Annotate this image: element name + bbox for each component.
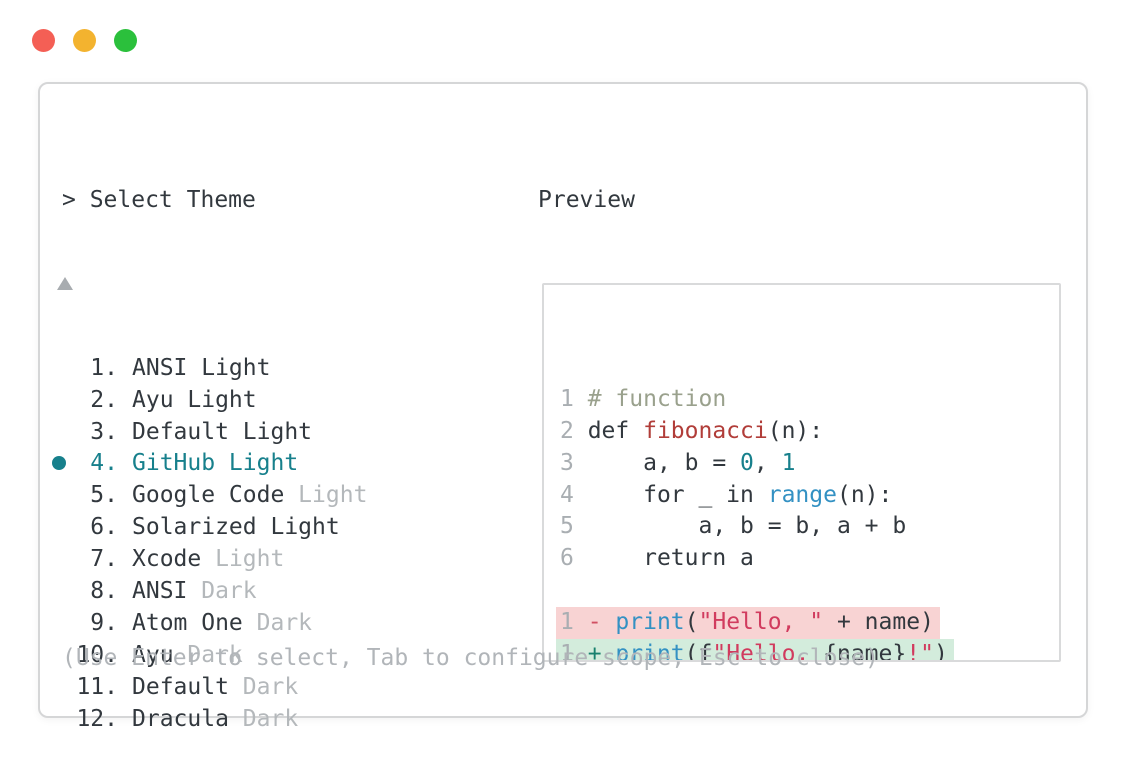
theme-item[interactable]: 6. Solarized Light bbox=[62, 511, 512, 543]
close-button[interactable] bbox=[32, 29, 55, 52]
item-variant: Dark bbox=[228, 705, 299, 732]
item-number: 8. bbox=[90, 577, 118, 604]
theme-item[interactable]: 10. Ayu Dark bbox=[62, 639, 512, 671]
item-variant: Dark bbox=[187, 577, 257, 604]
item-number: 5. bbox=[90, 482, 118, 509]
code-line: 2 def fibonacci(n): bbox=[560, 417, 824, 444]
theme-list: 1. ANSI Light 2. Ayu Light 3. Default Li… bbox=[52, 352, 512, 735]
theme-selector-pane: > Select Theme 1. ANSI Light 2. Ayu Ligh… bbox=[52, 132, 512, 757]
item-name: Default bbox=[132, 673, 229, 700]
theme-item[interactable]: 5. Google Code Light bbox=[62, 479, 512, 511]
item-variant: Dark bbox=[242, 609, 313, 636]
theme-item[interactable]: 8. ANSI Dark bbox=[62, 575, 512, 607]
theme-item[interactable]: 1. ANSI Light bbox=[62, 352, 512, 384]
item-number: 7. bbox=[90, 546, 118, 573]
scroll-up-row bbox=[57, 268, 512, 300]
item-name: Solarized Light bbox=[132, 514, 340, 541]
item-name: Dracula bbox=[132, 705, 229, 732]
code-line: 6 return a bbox=[560, 545, 754, 572]
code-block: 1 # function 2 def fibonacci(n): 3 a, b = … bbox=[544, 337, 1059, 660]
item-name: Ayu Light bbox=[132, 386, 257, 413]
item-variant: Light bbox=[284, 482, 368, 509]
keyboard-hint: (Use Enter to select, Tab to configure s… bbox=[62, 645, 879, 671]
item-name: ANSI bbox=[132, 577, 188, 604]
theme-item[interactable]: 7. Xcode Light bbox=[62, 543, 512, 575]
preview-panel: 1 # function 2 def fibonacci(n): 3 a, b = … bbox=[542, 282, 1061, 662]
item-number: 9. bbox=[90, 609, 118, 636]
item-number: 10. bbox=[76, 641, 118, 668]
item-number: 1. bbox=[90, 354, 118, 381]
code-line: 4 for _ in range(n): bbox=[560, 481, 893, 508]
item-variant: Dark bbox=[173, 641, 243, 668]
preview-title: Preview bbox=[538, 186, 635, 213]
window-controls bbox=[32, 29, 137, 52]
code-line bbox=[560, 575, 1059, 607]
item-name: Xcode bbox=[132, 546, 202, 573]
item-name: Default Light bbox=[132, 418, 313, 445]
app-window: > Select Theme 1. ANSI Light 2. Ayu Ligh… bbox=[38, 82, 1088, 732]
item-name: Atom One bbox=[132, 609, 243, 636]
diff-line-removed: 1 - print("Hello, " + name) bbox=[556, 607, 1059, 640]
selected-bullet-icon bbox=[52, 456, 66, 471]
item-number: 2. bbox=[90, 386, 118, 413]
item-name: Ayu bbox=[132, 641, 174, 668]
maximize-button[interactable] bbox=[114, 29, 137, 52]
item-variant: Light bbox=[201, 546, 285, 573]
select-theme-title: > Select Theme bbox=[62, 186, 256, 213]
scroll-up-icon[interactable] bbox=[57, 277, 73, 291]
item-number: 4. bbox=[90, 450, 118, 477]
item-number: 6. bbox=[90, 514, 118, 541]
item-number: 3. bbox=[90, 418, 118, 445]
theme-item[interactable]: 12. Dracula Dark bbox=[62, 703, 512, 735]
code-line: 3 a, b = 0, 1 bbox=[560, 449, 796, 476]
item-variant: Dark bbox=[228, 673, 299, 700]
diff-line-added: 1 + print(f"Hello, {name}!") bbox=[556, 639, 1059, 660]
item-number: 12. bbox=[76, 705, 118, 732]
preview-pane: Preview 1 # function 2 def fibonacci(n): 3… bbox=[538, 132, 1066, 714]
item-name: Google Code bbox=[132, 482, 285, 509]
theme-item[interactable]: 11. Default Dark bbox=[62, 671, 512, 703]
item-name: GitHub Light bbox=[132, 450, 299, 477]
item-name: ANSI Light bbox=[132, 354, 271, 381]
theme-item[interactable]: 4. GitHub Light bbox=[52, 447, 512, 479]
minimize-button[interactable] bbox=[73, 29, 96, 52]
theme-item[interactable]: 2. Ayu Light bbox=[62, 384, 512, 416]
code-line: 1 # function bbox=[560, 385, 727, 412]
theme-item[interactable]: 9. Atom One Dark bbox=[62, 607, 512, 639]
code-line: 5 a, b = b, a + b bbox=[560, 513, 907, 540]
theme-item[interactable]: 3. Default Light bbox=[62, 416, 512, 448]
item-number: 11. bbox=[76, 673, 118, 700]
